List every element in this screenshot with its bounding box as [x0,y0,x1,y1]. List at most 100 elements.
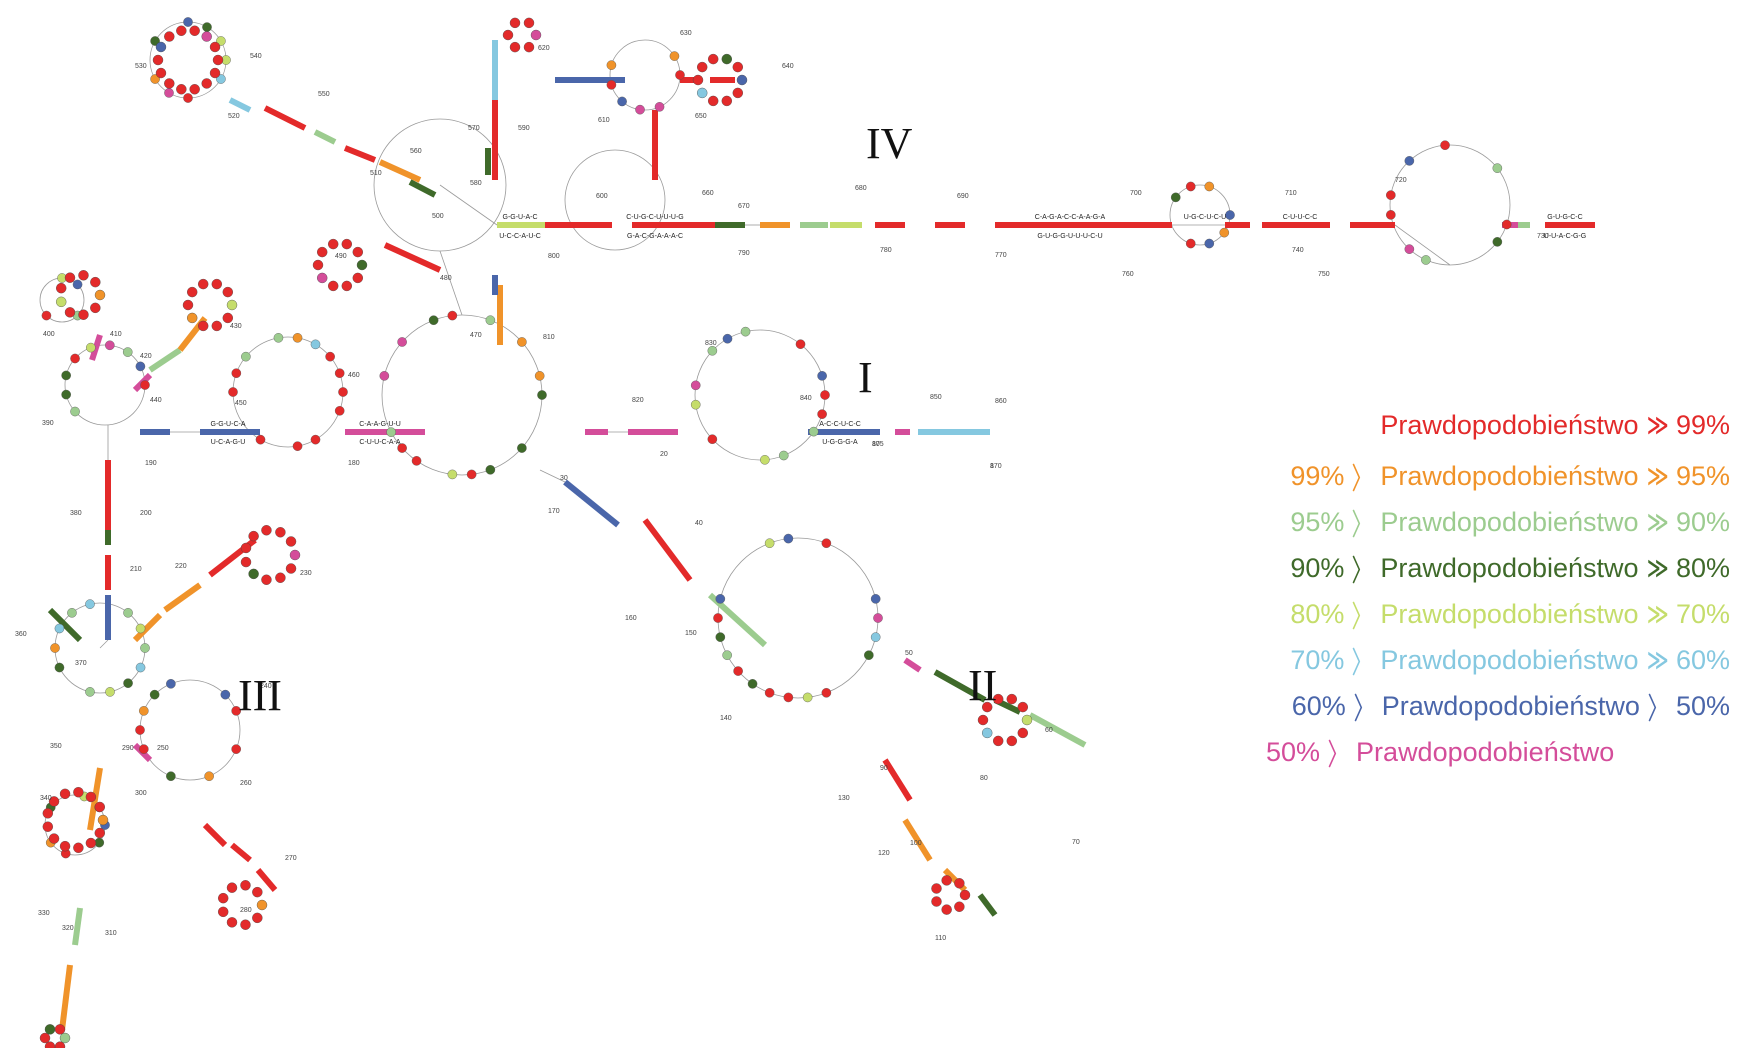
nucleotide-bead [211,320,222,332]
nucleotide-bead [54,1024,66,1035]
nucleotide-bead [44,1024,56,1035]
nucleotide-bead [201,31,212,42]
nucleotide-bead [821,538,832,548]
nucleotide-bead [73,787,84,798]
nucleotide-bead [328,238,339,250]
position-tick: 875 [872,441,884,448]
nucleotide-bead [252,912,263,924]
nucleotide-bead [204,771,214,781]
nucleotide-bead [261,525,272,536]
chevron-right-icon: 〉 [1327,739,1349,772]
position-tick: 150 [685,630,697,637]
nucleotide-bead [67,608,77,618]
position-tick: 330 [38,910,50,917]
nucleotide-bead [690,399,701,410]
position-tick: 310 [105,930,117,937]
nucleotide-bead [954,901,965,912]
legend-row-60: 70% 〉 Prawdopodobieństwo ≫ 60% [1290,638,1730,682]
nucleotide-bead [212,54,224,66]
nucleotide-bead [523,17,535,29]
position-tick: 440 [150,397,162,404]
position-tick: 250 [157,745,169,752]
base-pair-bar [230,842,252,863]
stem-sequence: G-A-C-G-A-A-A-C [627,233,683,240]
nucleotide-bead [617,96,627,107]
position-tick: 580 [470,180,482,187]
base-pair-bar [408,179,437,198]
nucleotide-bead [317,246,328,258]
legend-row-90: 95% 〉 Prawdopodobieństwo ≫ 90% [1290,500,1730,544]
nucleotide-bead [240,556,252,568]
position-tick: 220 [175,563,187,570]
nucleotide-bead [808,426,819,437]
nucleotide-bead [56,296,67,308]
nucleotide-bead [447,310,458,321]
nucleotide-bead [1185,181,1196,192]
nucleotide-bead [140,643,150,653]
nucleotide-bead [669,51,680,61]
nucleotide-bead [817,371,827,381]
nucleotide-bead [1386,190,1396,200]
nucleotide-bead [1404,156,1415,166]
nucleotide-bead [97,814,109,826]
nucleotide-bead [1170,192,1181,203]
chevron-right-icon: 〉 [1351,555,1373,588]
position-tick: 850 [930,394,942,401]
position-tick: 570 [468,125,480,132]
position-tick: 10 [872,441,880,448]
position-tick: 160 [625,615,637,622]
base-pair-bar [59,964,73,1031]
legend-text: Prawdopodobieństwo [1380,506,1639,537]
double-chevron-icon: ≫ [1646,597,1669,631]
nucleotide-bead [209,41,221,53]
nucleotide-bead [285,536,297,547]
double-chevron-icon: ≫ [1646,505,1669,539]
nucleotide-bead [182,299,194,311]
nucleotide-bead [123,678,133,688]
position-tick: 460 [348,372,360,379]
nucleotide-bead [78,309,89,320]
position-tick: 800 [548,253,560,260]
nucleotide-bead [708,95,719,107]
nucleotide-bead [140,380,150,390]
nucleotide-bead [152,54,164,66]
legend-text: Prawdopodobieństwo [1380,460,1639,491]
nucleotide-bead [697,61,708,73]
nucleotide-bead [289,549,301,561]
position-tick: 70 [1072,839,1080,846]
chevron-right-icon: 〉 [1353,693,1375,726]
nucleotide-bead [94,801,105,813]
legend-value: 70% [1290,644,1345,675]
stem-sequence: G-U-G-C-C [1547,214,1582,221]
position-tick: 190 [145,460,157,467]
nucleotide-bead [240,880,251,891]
legend-value: 95% [1675,460,1730,491]
nucleotide-bead [334,368,345,378]
nucleotide-bead [61,389,71,400]
nucleotide-bead [94,827,105,839]
stem-sequence: C-A-G-A-C-C-A-A-G-A [1035,214,1106,221]
nucleotide-bead [352,272,363,284]
position-tick: 710 [1285,190,1297,197]
position-tick: 770 [995,252,1007,259]
position-tick: 730 [1537,233,1549,240]
nucleotide-bead [733,666,743,676]
nucleotide-bead [198,320,209,332]
nucleotide-bead [941,904,952,915]
nucleotide-bead [707,345,718,356]
position-tick: 650 [695,113,707,120]
nucleotide-bead [606,80,617,90]
nucleotide-bead [164,31,175,42]
nucleotide-bead [240,919,251,930]
position-tick: 130 [838,795,850,802]
nucleotide-bead [802,692,813,703]
nucleotide-bead [870,632,881,642]
base-pair-bar [343,145,377,163]
nucleotide-bead [537,390,547,400]
domain-label-iv: IV [866,119,913,168]
nucleotide-bead [747,679,758,689]
position-tick: 500 [432,213,444,220]
nucleotide-bead [1017,701,1028,713]
nucleotide-bead [821,688,832,698]
base-pair-bar [563,479,620,528]
